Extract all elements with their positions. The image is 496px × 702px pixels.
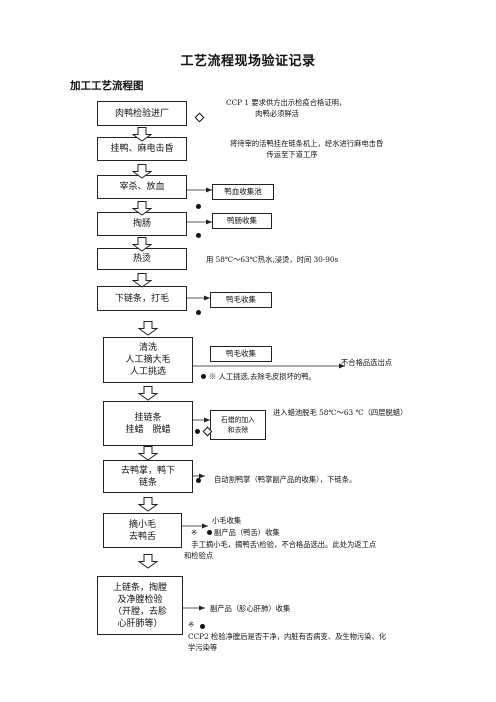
quality-point-dot-icon	[200, 624, 205, 629]
step-slaughter-bleeding: 宰杀、放血	[97, 175, 187, 199]
quality-point-dot-icon	[196, 204, 201, 209]
down-arrow-icon	[132, 201, 152, 216]
quality-point-dot-icon	[201, 374, 206, 379]
note-tongue-byproduct: 副产品（鸭舌）收集	[214, 528, 280, 537]
quality-point-dot-icon	[196, 233, 201, 238]
step-duck-inspection-intake: 肉鸭检验进厂	[97, 101, 187, 126]
down-arrow-icon	[138, 446, 158, 461]
step-remove-feet: 去鸭掌，鸭下 链条	[103, 460, 193, 493]
quality-point-dot-icon	[207, 530, 212, 535]
side-box-wax-add-remove: 石蜡的加入 和去除	[210, 410, 266, 440]
side-box-blood-collection: 鸭血收集池	[212, 184, 274, 200]
step-remove-intestine: 掏肠	[97, 212, 187, 236]
side-box-feather-collection-2: 鸭毛收集	[210, 346, 272, 362]
note-small-feather-collection: 小毛收集	[212, 516, 242, 525]
quality-point-dot-icon	[196, 310, 201, 315]
note-wax-pool: 进入蜡池脱毛 58℃～63 ℃（四层脱蜡）	[273, 408, 408, 417]
quality-point-dot-icon	[195, 429, 200, 434]
step-wash-pick-select: 清洗 人工摘大毛 人工挑选	[103, 337, 193, 383]
step-evisceration-inspection: 上链条，掏膛 及净膛检验 （开膛，去胗 心肝肺等）	[97, 576, 183, 635]
note-scalding-temperature: 用 58℃～63℃热水,浸烫，时间 30-90s	[206, 255, 339, 264]
step-remove-small-feathers-tongue: 摘小毛 去鸭舌	[103, 513, 182, 548]
down-arrow-icon	[138, 497, 158, 512]
step-unchain-defeather: 下链条，打毛	[97, 286, 187, 311]
side-box-intestine-collection: 鸭肠收集	[212, 213, 272, 229]
note-ccp1-supplier-certificate: CCP 1 要求供方出示检疫合格证明， 肉鸭必须鲜活	[226, 98, 347, 118]
down-arrow-icon	[138, 386, 158, 401]
note-tongue-detail: 手工摘小毛，摘鸭舌\检验，不合格品选出。此处为返工点 和检验点	[184, 540, 377, 560]
flowchart-subtitle: 加工工艺流程图	[70, 80, 144, 92]
down-arrow-icon	[132, 164, 152, 179]
note-manual-selection: ※ 人工挑选,去除毛皮损坏的鸭。	[209, 372, 316, 381]
note-reject-point: 不合格品选出点	[341, 358, 393, 367]
document-title: 工艺流程现场验证记录	[180, 54, 316, 69]
quality-point-dot-icon	[196, 478, 201, 483]
note-marker-symbol: ※	[188, 620, 195, 629]
note-giblets-byproduct: 副产品（胗心肝肺）收集	[210, 604, 291, 613]
down-arrow-icon	[132, 127, 152, 142]
down-arrow-icon	[132, 237, 152, 252]
note-feet-removal: 自动割鸭掌（鸭掌副产品的收集），下链条。	[214, 475, 357, 484]
step-wax-dewax: 挂链条 挂蜡 脱蜡	[103, 401, 193, 446]
side-box-feather-collection: 鸭毛收集	[210, 292, 272, 308]
note-hanging-stunning: 将待宰的活鸭挂在链条机上，经水进行麻电击昏 传运至下道工序	[230, 139, 384, 159]
note-ccp2-evisceration-check: CCP2 检验净膛后是否干净，内脏有否病变、及生物污染、化 学污染等	[188, 632, 387, 652]
down-arrow-icon	[138, 554, 158, 569]
down-arrow-icon	[138, 321, 158, 336]
down-arrow-icon	[132, 273, 152, 288]
note-marker-symbol: ※	[191, 528, 198, 537]
